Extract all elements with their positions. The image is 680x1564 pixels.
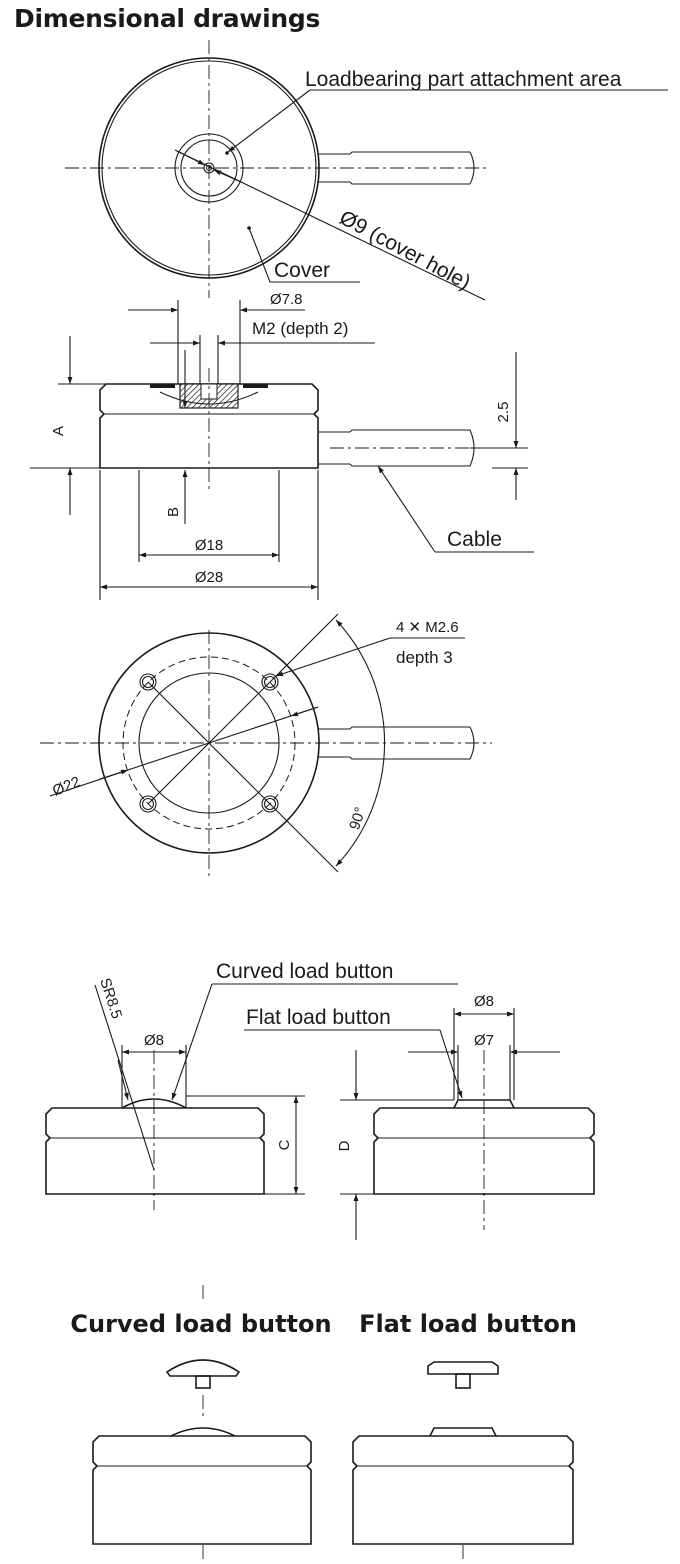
callout-cable: Cable xyxy=(447,528,502,551)
curved-button-part xyxy=(165,1359,241,1377)
curved-button-assembly: SR8.5 Ø8 Curved load button C xyxy=(45,960,458,1210)
callout-cover-hole: Ø9 (cover hole) xyxy=(336,206,475,294)
flat-exploded xyxy=(352,1361,574,1560)
dim-d: D xyxy=(336,1140,353,1151)
body-outline-bottom xyxy=(98,632,320,854)
dim-thread: M2 (depth 2) xyxy=(252,319,348,338)
mounting-hole xyxy=(139,795,157,813)
dim-d28: Ø28 xyxy=(195,569,223,586)
page-title: Dimensional drawings xyxy=(14,4,321,33)
bottom-view: 4 ✕ M2.6 depth 3 90° Ø22 xyxy=(40,613,492,880)
dim-pcd: Ø22 xyxy=(50,773,83,799)
dim-c: C xyxy=(276,1139,293,1150)
dim-d18: Ø18 xyxy=(195,537,223,554)
exploded-flat-title: Flat load button xyxy=(359,1310,577,1338)
side-view: Ø7.8 M2 (depth 2) A B 2.5 xyxy=(30,291,534,600)
callout-attachment: Loadbearing part attachment area xyxy=(305,68,622,91)
exploded-curved-title: Curved load button xyxy=(70,1310,331,1338)
curved-label: Curved load button xyxy=(216,960,393,983)
cover-hole-circle xyxy=(174,133,244,203)
button-views: SR8.5 Ø8 Curved load button C xyxy=(45,960,595,1240)
flat-label: Flat load button xyxy=(246,1006,391,1029)
dim-d8-curved: Ø8 xyxy=(144,1032,164,1049)
mounting-hole xyxy=(261,795,279,813)
dim-angle: 90° xyxy=(346,805,369,832)
dim-d8-flat: Ø8 xyxy=(474,993,494,1010)
body-section xyxy=(99,383,319,469)
dim-depth: depth 3 xyxy=(396,648,453,667)
flat-button-part xyxy=(427,1361,499,1375)
dim-d78: Ø7.8 xyxy=(270,291,303,308)
callout-cover: Cover xyxy=(274,259,330,282)
flat-button-assembly: Ø8 Ø7 Flat load button D xyxy=(244,993,595,1240)
dim-holes: 4 ✕ M2.6 xyxy=(396,619,459,636)
body-outline-top xyxy=(98,57,320,279)
dim-a: A xyxy=(50,426,67,436)
dim-sr: SR8.5 xyxy=(96,976,125,1021)
curved-load-button xyxy=(121,1098,187,1109)
cable-top xyxy=(318,151,475,185)
cable-bottom xyxy=(318,726,475,760)
mounting-hole xyxy=(261,673,279,691)
dim-25: 2.5 xyxy=(495,402,512,423)
mounting-hole xyxy=(139,673,157,691)
exploded-views: Curved load button Flat load button xyxy=(70,1285,577,1560)
dim-b: B xyxy=(165,507,182,517)
curved-exploded xyxy=(92,1285,312,1560)
dim-d7: Ø7 xyxy=(474,1032,494,1049)
top-view: Loadbearing part attachment area Ø9 (cov… xyxy=(65,40,668,301)
